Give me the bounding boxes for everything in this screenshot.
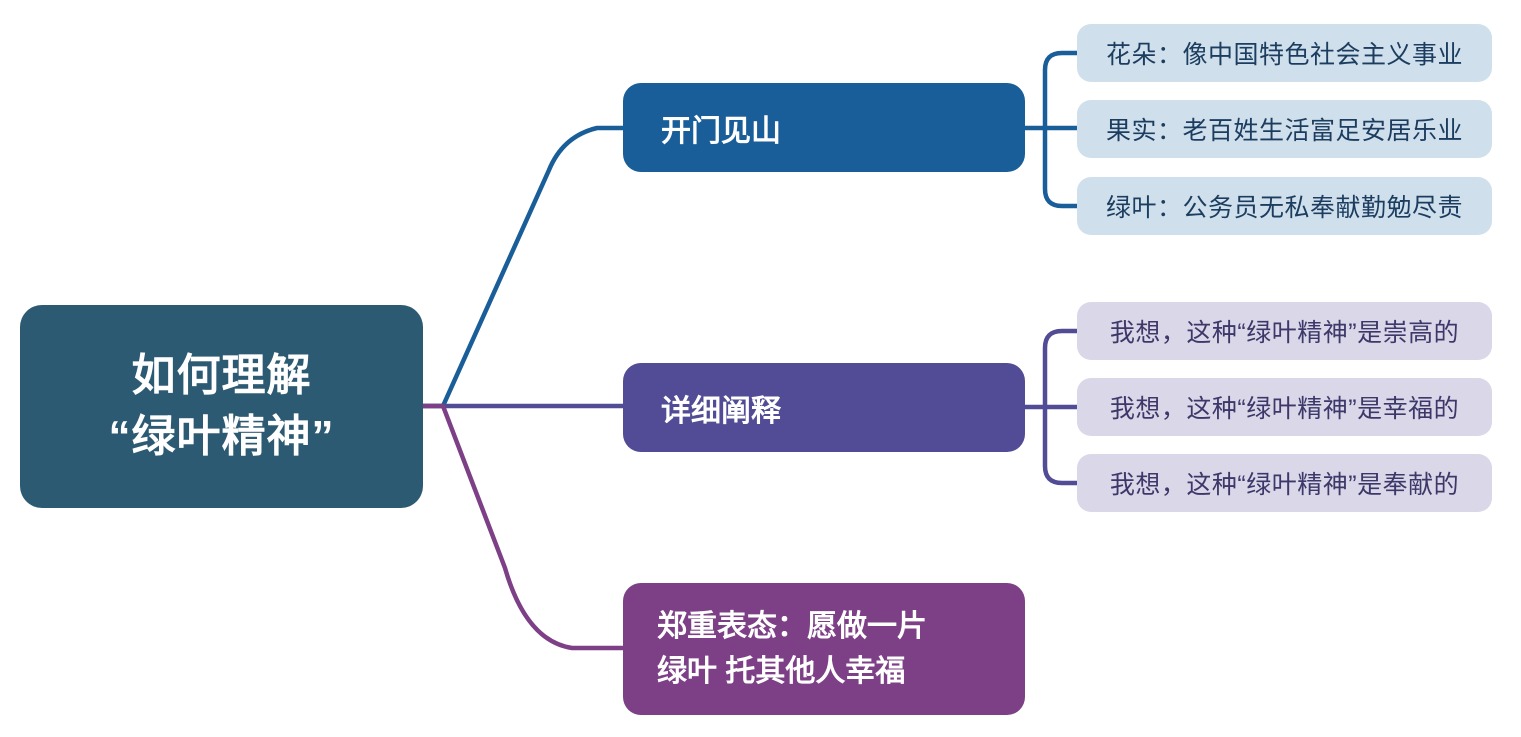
root-title-line-2: “绿叶精神”: [108, 411, 335, 461]
connector-root-branch1: [420, 125, 627, 409]
branch-node-statement[interactable]: 郑重表态：愿做一片 绿叶 托其他人幸福: [623, 583, 1025, 715]
branch-node-elaboration[interactable]: 详细阐释: [623, 363, 1025, 452]
branch-elaboration-label: 详细阐释: [661, 394, 781, 428]
connector-branch1-children: [1022, 50, 1080, 209]
child-flower-label: 花朵：像中国特色社会主义事业: [1105, 41, 1463, 69]
child-node-flower[interactable]: 花朵：像中国特色社会主义事业: [1077, 24, 1492, 82]
child-node-devotion[interactable]: 我想，这种“绿叶精神”是奉献的: [1077, 454, 1492, 512]
child-node-leaf[interactable]: 绿叶：公务员无私奉献勤勉尽责: [1077, 177, 1492, 235]
connector-branch2-children: [1022, 328, 1080, 486]
root-title-line-1: 如何理解: [131, 350, 312, 400]
child-node-noble[interactable]: 我想，这种“绿叶精神”是崇高的: [1077, 302, 1492, 360]
child-node-happy[interactable]: 我想，这种“绿叶精神”是幸福的: [1077, 378, 1492, 436]
child-fruit-label: 果实：老百姓生活富足安居乐业: [1105, 117, 1463, 145]
child-devotion-label: 我想，这种“绿叶精神”是奉献的: [1109, 471, 1460, 499]
child-happy-label: 我想，这种“绿叶精神”是幸福的: [1109, 395, 1460, 423]
child-noble-label: 我想，这种“绿叶精神”是崇高的: [1109, 319, 1460, 347]
branch-opening-label: 开门见山: [661, 114, 781, 148]
child-node-fruit[interactable]: 果实：老百姓生活富足安居乐业: [1077, 100, 1492, 158]
root-node[interactable]: 如何理解 “绿叶精神”: [20, 305, 423, 508]
branch-statement-line-2: 绿叶 托其他人幸福: [657, 655, 906, 688]
child-leaf-label: 绿叶：公务员无私奉献勤勉尽责: [1105, 194, 1463, 222]
connector-root-branch3: [420, 403, 627, 651]
branch-statement-line-1: 郑重表态：愿做一片: [657, 610, 927, 643]
branch-node-opening[interactable]: 开门见山: [623, 83, 1025, 172]
